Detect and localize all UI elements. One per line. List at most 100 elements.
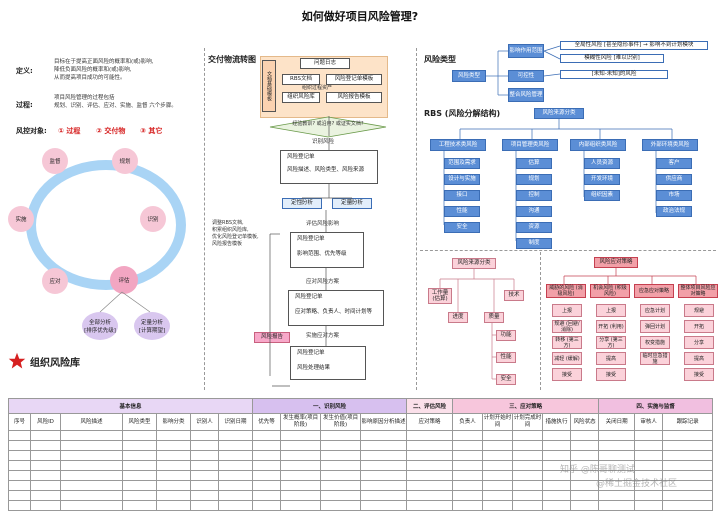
table-cell[interactable] (570, 480, 600, 491)
table-cell[interactable] (8, 450, 31, 461)
table-cell[interactable] (406, 430, 454, 441)
table-cell[interactable] (252, 500, 282, 511)
table-cell[interactable] (452, 430, 484, 441)
table-cell[interactable] (598, 430, 636, 441)
table-cell[interactable] (452, 470, 484, 481)
table-cell[interactable] (122, 430, 157, 441)
table-cell[interactable] (8, 440, 31, 451)
table-cell[interactable] (252, 440, 282, 451)
table-cell[interactable] (30, 440, 61, 451)
table-cell[interactable] (406, 480, 454, 491)
table-cell[interactable] (8, 500, 31, 511)
table-cell[interactable] (190, 460, 219, 471)
table-cell[interactable] (662, 450, 714, 461)
table-cell[interactable] (662, 500, 714, 511)
table-cell[interactable] (122, 480, 157, 491)
table-cell[interactable] (217, 440, 254, 451)
table-cell[interactable] (482, 500, 514, 511)
table-cell[interactable] (280, 460, 322, 471)
table-cell[interactable] (320, 440, 362, 451)
table-cell[interactable] (217, 450, 254, 461)
table-cell[interactable] (662, 490, 714, 501)
table-cell[interactable] (217, 500, 254, 511)
table-cell[interactable] (8, 430, 31, 441)
table-cell[interactable] (452, 500, 484, 511)
table-cell[interactable] (512, 480, 544, 491)
table-cell[interactable] (634, 440, 664, 451)
table-cell[interactable] (512, 470, 544, 481)
table-cell[interactable] (320, 470, 362, 481)
table-cell[interactable] (598, 490, 636, 501)
table-cell[interactable] (360, 470, 408, 481)
table-cell[interactable] (634, 450, 664, 461)
table-cell[interactable] (634, 430, 664, 441)
table-cell[interactable] (8, 490, 31, 501)
table-cell[interactable] (482, 460, 514, 471)
table-cell[interactable] (452, 460, 484, 471)
table-cell[interactable] (252, 480, 282, 491)
table-cell[interactable] (280, 450, 322, 461)
table-cell[interactable] (122, 500, 157, 511)
table-cell[interactable] (360, 440, 408, 451)
table-cell[interactable] (60, 430, 123, 441)
table-cell[interactable] (280, 430, 322, 441)
table-cell[interactable] (156, 430, 191, 441)
table-cell[interactable] (8, 460, 31, 471)
table-cell[interactable] (252, 460, 282, 471)
table-cell[interactable] (542, 430, 572, 441)
table-cell[interactable] (512, 440, 544, 451)
table-cell[interactable] (217, 430, 254, 441)
table-cell[interactable] (30, 480, 61, 491)
table-cell[interactable] (190, 440, 219, 451)
table-cell[interactable] (406, 460, 454, 471)
table-cell[interactable] (360, 490, 408, 501)
table-cell[interactable] (542, 480, 572, 491)
table-cell[interactable] (190, 470, 219, 481)
table-cell[interactable] (30, 450, 61, 461)
table-cell[interactable] (482, 490, 514, 501)
table-cell[interactable] (156, 460, 191, 471)
table-cell[interactable] (360, 430, 408, 441)
table-cell[interactable] (634, 460, 664, 471)
table-cell[interactable] (190, 430, 219, 441)
table-cell[interactable] (217, 460, 254, 471)
table-cell[interactable] (156, 490, 191, 501)
table-cell[interactable] (570, 440, 600, 451)
table-cell[interactable] (217, 470, 254, 481)
table-cell[interactable] (122, 490, 157, 501)
table-cell[interactable] (252, 470, 282, 481)
table-cell[interactable] (8, 480, 31, 491)
table-cell[interactable] (190, 480, 219, 491)
table-cell[interactable] (60, 490, 123, 501)
table-cell[interactable] (512, 450, 544, 461)
table-cell[interactable] (60, 440, 123, 451)
table-cell[interactable] (542, 450, 572, 461)
table-cell[interactable] (570, 490, 600, 501)
table-cell[interactable] (512, 460, 544, 471)
table-cell[interactable] (452, 480, 484, 491)
table-cell[interactable] (280, 490, 322, 501)
table-cell[interactable] (60, 470, 123, 481)
table-cell[interactable] (406, 450, 454, 461)
table-cell[interactable] (30, 430, 61, 441)
table-cell[interactable] (406, 470, 454, 481)
table-cell[interactable] (217, 480, 254, 491)
table-cell[interactable] (280, 440, 322, 451)
table-cell[interactable] (360, 480, 408, 491)
table-cell[interactable] (30, 490, 61, 501)
table-cell[interactable] (406, 500, 454, 511)
table-cell[interactable] (406, 440, 454, 451)
table-cell[interactable] (122, 450, 157, 461)
table-cell[interactable] (512, 490, 544, 501)
table-cell[interactable] (482, 430, 514, 441)
table-cell[interactable] (320, 500, 362, 511)
table-cell[interactable] (320, 480, 362, 491)
table-cell[interactable] (252, 450, 282, 461)
table-cell[interactable] (662, 440, 714, 451)
table-cell[interactable] (217, 490, 254, 501)
table-cell[interactable] (634, 500, 664, 511)
table-cell[interactable] (122, 460, 157, 471)
table-cell[interactable] (30, 470, 61, 481)
table-cell[interactable] (452, 490, 484, 501)
table-cell[interactable] (156, 450, 191, 461)
